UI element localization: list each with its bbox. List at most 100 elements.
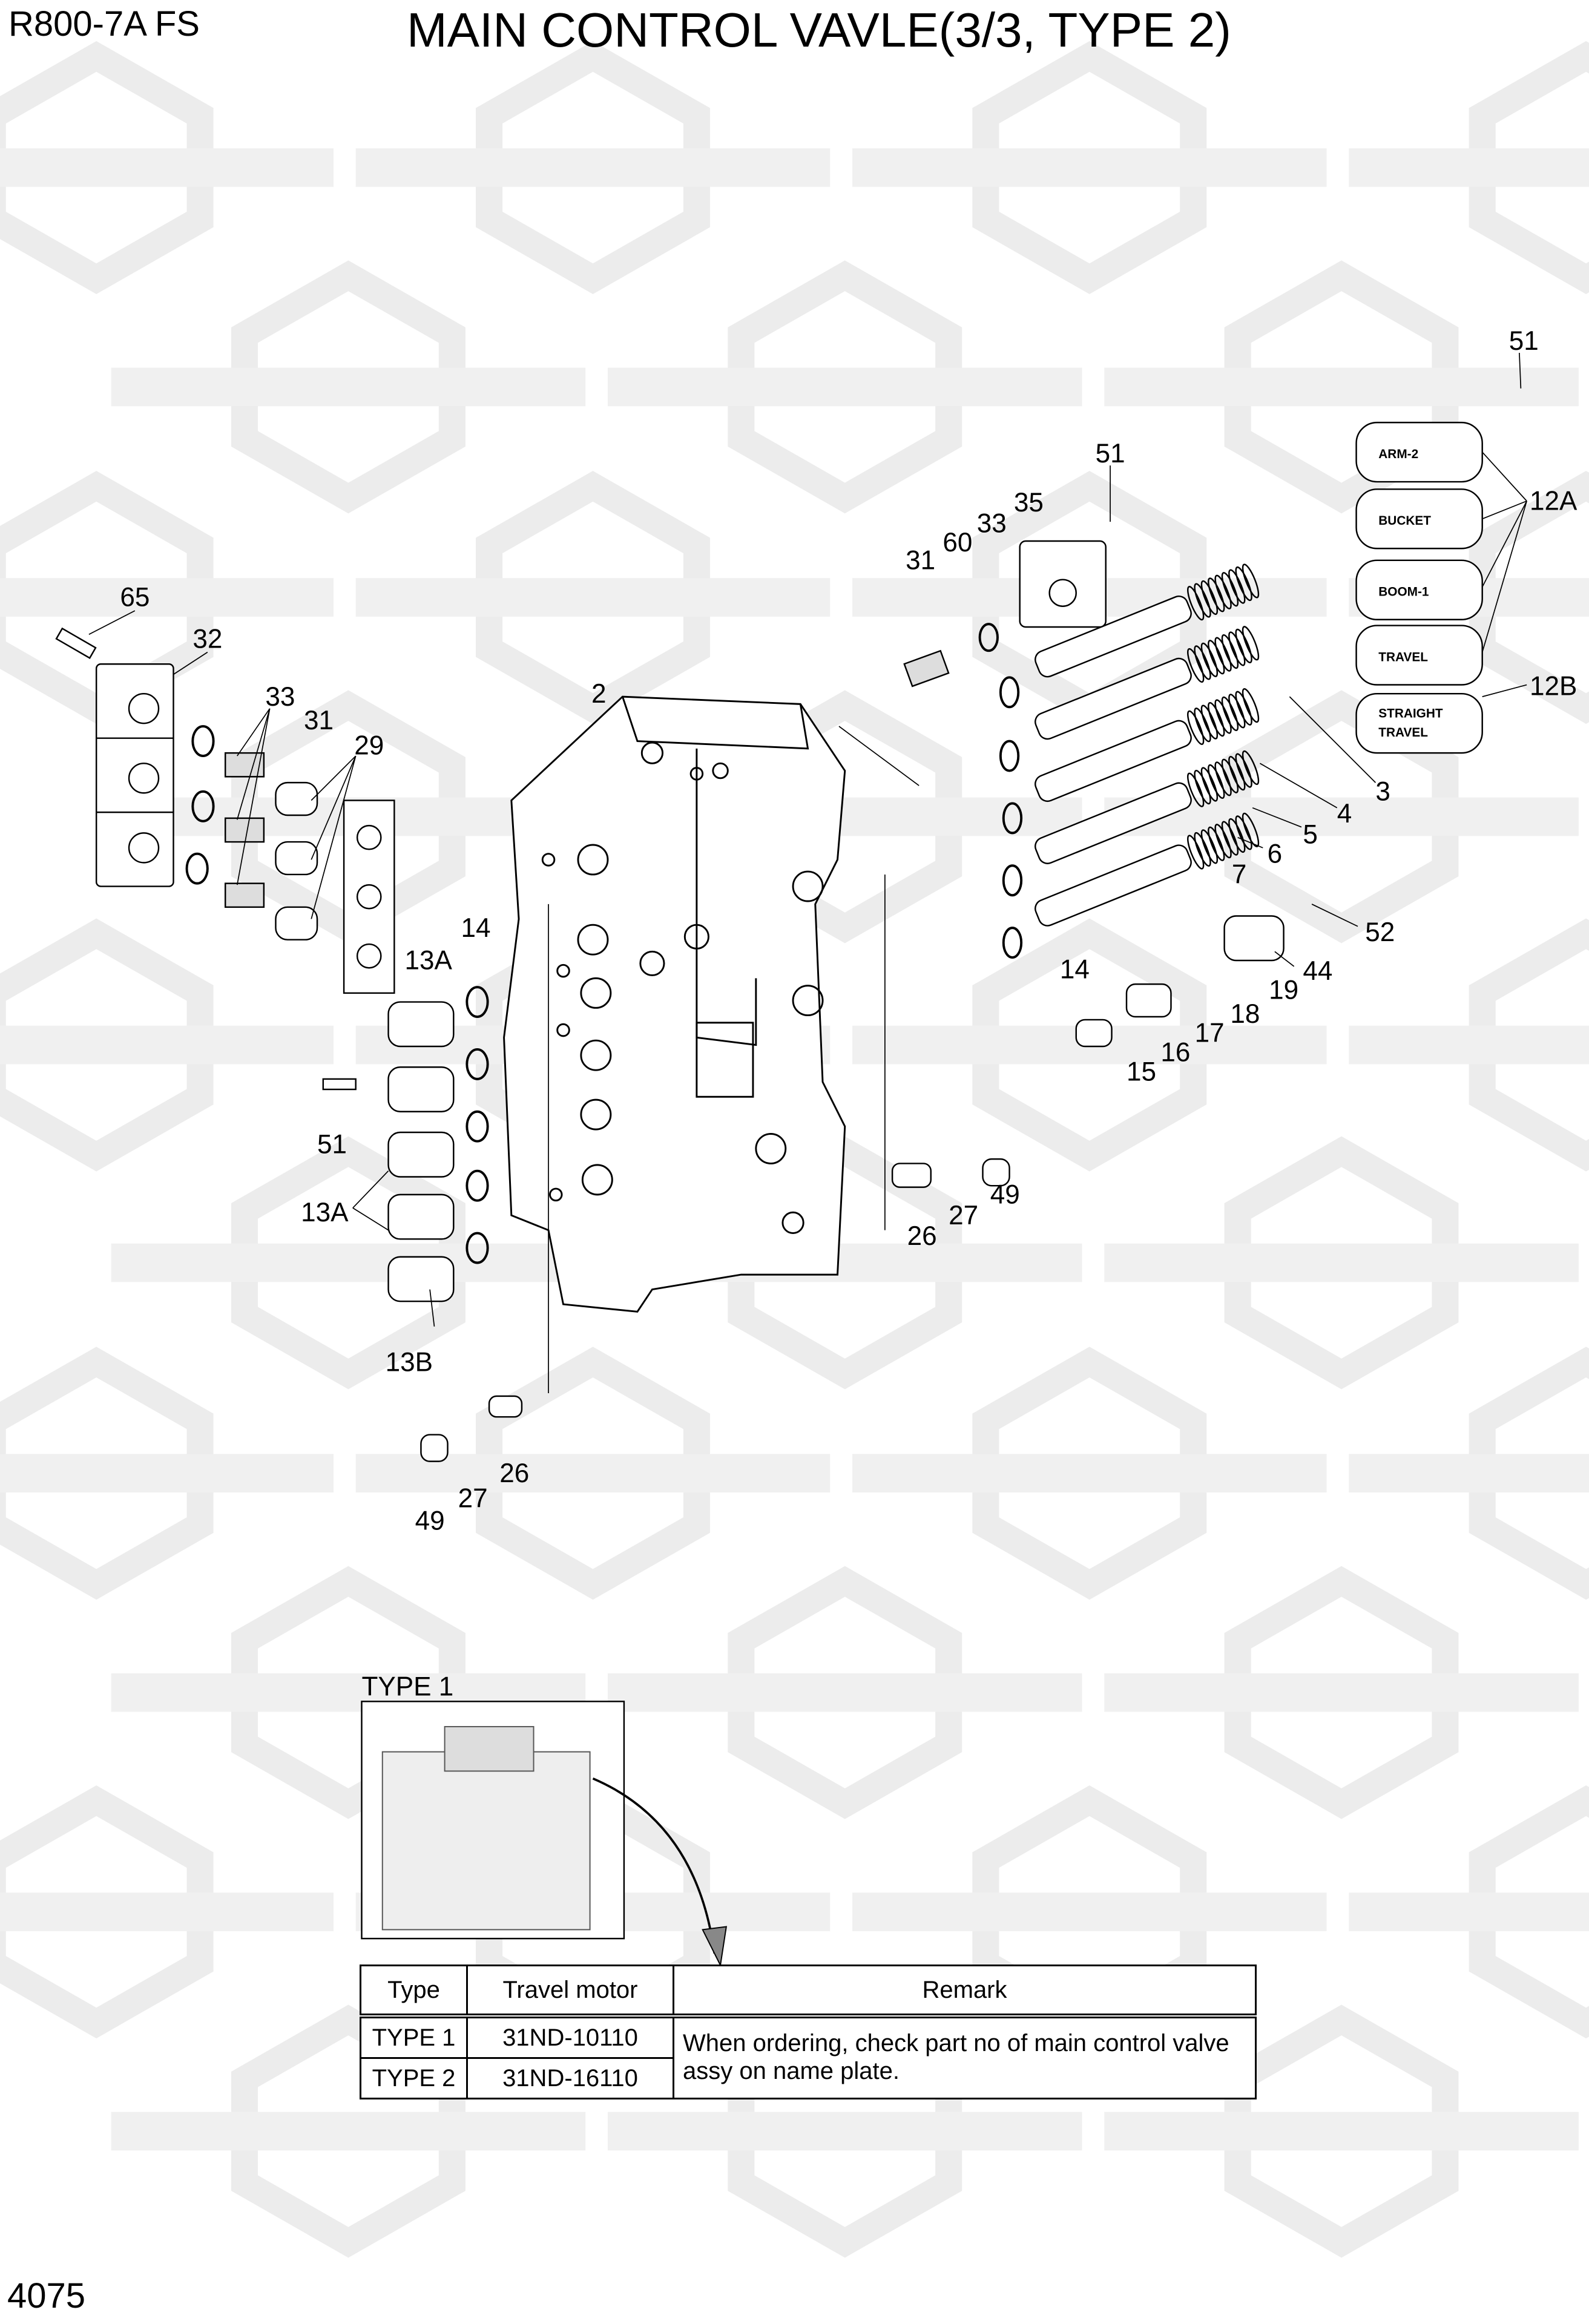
spool [1035,812,1260,927]
watermark-band [0,578,334,617]
callout-15: 4 [1337,799,1352,829]
callout-17: 6 [1268,839,1283,868]
watermark-hexagon [231,1136,466,1390]
callout-26: 17 [1195,1019,1225,1048]
callout-13: 29 [354,731,384,761]
watermark-hexagon [972,1785,1207,2039]
watermark-hexagon [972,41,1207,294]
callout-4: 33 [977,508,1007,538]
watermark-hexagon [0,918,214,1172]
callout-1: 51 [1096,439,1125,468]
callout-16: 5 [1303,820,1318,850]
watermark-hexagon [231,260,466,514]
callout-0: 51 [1509,326,1539,356]
watermark-hexagon [476,41,710,294]
callout-21: 13A [404,946,452,976]
watermark-hexagon [1469,1785,1589,2039]
callout-20: 14 [461,913,491,943]
watermark-hexagon [972,918,1207,1172]
watermark-hexagon [1469,918,1589,1172]
watermark-hexagon [476,1347,710,1600]
callout-29: 51 [317,1129,347,1159]
callout-36: 27 [458,1484,488,1514]
watermark-hexagon [231,2004,466,2258]
spool [1035,750,1260,864]
callout-25: 18 [1230,999,1260,1029]
callout-33: 26 [907,1221,937,1251]
watermark-band [852,148,1327,187]
watermark-hexagon [728,1136,962,1390]
callout-32: 27 [949,1201,978,1230]
watermark-band [1349,148,1589,187]
watermark-band [852,1892,1327,1931]
cell-motor: 31ND-10110 [466,2014,674,2059]
leader-lines [88,352,1527,1393]
watermark-band [1104,1243,1579,1282]
table-row: TYPE 1 31ND-10110 When ordering, check p… [360,2014,1257,2099]
cell-type: TYPE 1 [360,2014,468,2059]
table-header-row: Type Travel motor Remark [360,1965,1257,2017]
type-table: Type Travel motor Remark TYPE 1 31ND-101… [360,1965,1257,2099]
watermark-band [111,2112,586,2151]
watermark-band [1349,1454,1589,1493]
watermark-band [852,1454,1327,1493]
callout-27: 16 [1160,1037,1190,1067]
spool-label-straight-travel: TRAVEL [1378,726,1428,740]
watermark-hexagon [1469,1347,1589,1600]
model-label: R800-7A FS [8,4,200,44]
callout-31: 13A [301,1198,349,1227]
watermark-hexagon [476,471,710,724]
o-rings [185,623,1023,1264]
spool-label-boom1: BOOM-1 [1378,585,1429,599]
spool [1035,626,1260,740]
header-type: Type [360,1965,468,2017]
callout-37: 49 [415,1506,445,1535]
cell-remark: When ordering, check part no of main con… [673,2014,1257,2099]
watermark-hexagon [0,1785,214,2039]
callout-7: 65 [120,583,150,612]
callout-2: 12A [1530,487,1577,516]
watermark-hexagon [1224,1566,1459,1819]
watermark-hexagon [0,41,214,294]
caps-13a [322,1001,455,1302]
spool-label-bucket: BUCKET [1378,514,1431,528]
callout-6: 31 [906,546,935,576]
watermark-hexagon [0,1347,214,1600]
valve-body [503,695,846,1313]
callout-9: 2 [591,679,607,709]
callout-14: 3 [1375,777,1390,807]
watermark-hexagon [1469,41,1589,294]
watermark-band [355,578,831,617]
watermark-band [1104,2112,1579,2151]
spools [1035,563,1260,927]
watermark-band [355,148,831,187]
watermark-band [607,2112,1082,2151]
watermark-band [111,367,586,407]
watermark-band [0,148,334,187]
watermark-band [607,367,1082,407]
cell-motor: 31ND-16110 [466,2057,674,2099]
left-covers [55,627,395,994]
spool-label-travel: TRAVEL [1378,650,1428,664]
spool [1035,688,1260,803]
type1-inset: TYPE 1 [361,1672,728,1968]
spool-caps-12 [420,421,1483,1462]
cell-type: TYPE 2 [360,2057,468,2099]
callout-5: 60 [943,528,972,557]
callout-labels: 515112A3533603165322333112B2934567521413… [120,326,1577,1535]
callout-12: 12B [1530,672,1577,701]
watermark-band [0,1454,334,1493]
watermark-band [1349,1025,1589,1065]
callout-8: 32 [192,624,222,654]
page-number: 4075 [7,2276,86,2316]
watermark-hexagon [1224,2004,1459,2258]
callout-24: 19 [1269,976,1298,1005]
callout-28: 15 [1127,1057,1156,1086]
callout-3: 35 [1014,488,1044,517]
watermark-band [607,1673,1082,1712]
watermark-hexagon [231,690,466,944]
spool-label-group: ARM-2 BUCKET BOOM-1 TRAVEL STRAIGHT TRAV… [1378,447,1443,740]
header-travel-motor: Travel motor [466,1965,674,2017]
